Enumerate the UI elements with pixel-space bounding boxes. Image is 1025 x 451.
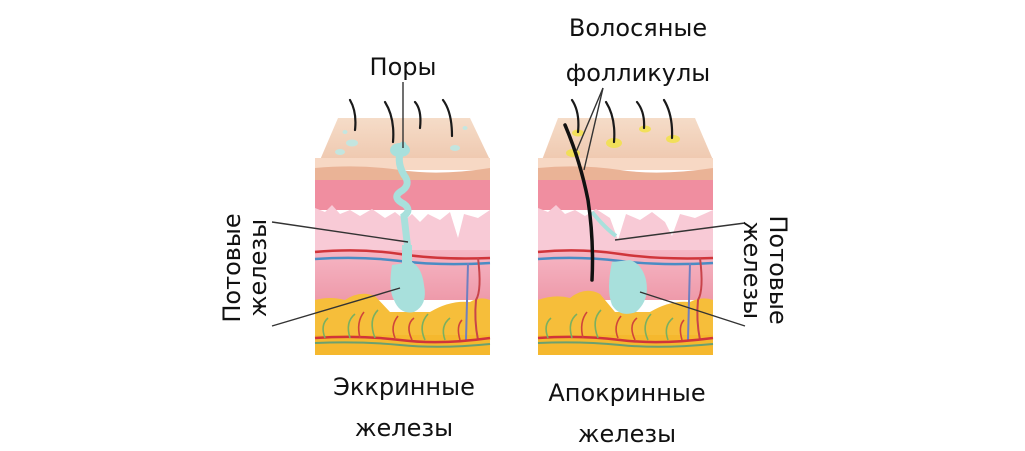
leader-lines	[271, 82, 746, 327]
apocrine-glands-caption-line1: Апокринные	[548, 379, 706, 407]
skin-surface	[542, 118, 713, 160]
hair-shaft	[563, 123, 595, 282]
eccrine-glands-caption-line1: Эккринные	[333, 373, 475, 401]
sweat-glands-right-label-line2: железы	[738, 220, 766, 320]
eccrine-glands-caption-line2: железы	[354, 414, 454, 442]
apocrine-gland	[590, 210, 647, 314]
eccrine-skin-block	[314, 98, 491, 355]
apocrine-glands-caption-line2: железы	[577, 420, 677, 448]
sweat-glands-left-label-line2: железы	[244, 218, 272, 318]
skin-surface	[320, 118, 490, 160]
sweat-glands-right-label-line1: Потовые	[764, 215, 792, 325]
pores-label: Поры	[369, 53, 437, 81]
hair-follicles-label-line1: Волосяные	[568, 14, 708, 42]
hair-follicles-label-line2: фолликулы	[565, 59, 711, 87]
eccrine-gland	[390, 141, 425, 313]
sweat-glands-left-label-line1: Потовые	[218, 213, 246, 323]
apocrine-skin-block	[537, 98, 714, 355]
